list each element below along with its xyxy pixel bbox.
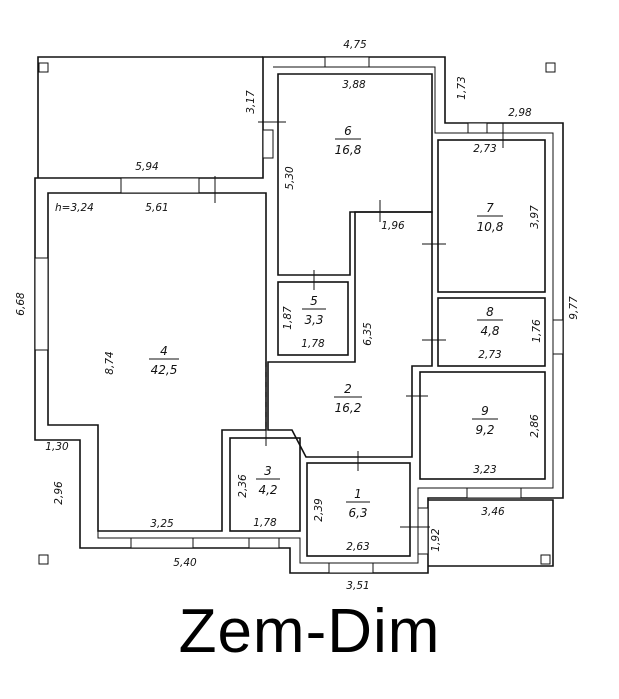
svg-text:16,2: 16,2 <box>335 401 362 415</box>
dim-room2-height: 6,35 <box>362 322 374 346</box>
svg-text:5: 5 <box>310 294 318 308</box>
room-label-9: 9 9,2 <box>472 404 498 437</box>
dim-room6-width: 3,88 <box>342 79 366 91</box>
dim-right-small: 2,98 <box>508 107 532 119</box>
ceiling-height-label: h=3,24 <box>55 202 94 214</box>
dim-bottom-left: 5,40 <box>173 557 197 569</box>
room-label-8: 8 4,8 <box>477 305 503 338</box>
wall-room-4 <box>47 192 267 532</box>
dim-room5-width: 1,78 <box>301 338 325 350</box>
window <box>34 257 49 351</box>
svg-text:6,3: 6,3 <box>348 506 367 520</box>
svg-text:3,3: 3,3 <box>304 313 323 327</box>
svg-text:2: 2 <box>344 382 352 396</box>
door-marks <box>214 121 504 528</box>
svg-text:3: 3 <box>264 464 272 478</box>
dim-left-lower: 1,30 <box>45 441 69 453</box>
room-label-4: 4 42,5 <box>149 344 179 377</box>
dim-room5-height: 1,87 <box>282 306 294 330</box>
window <box>324 56 370 68</box>
wall-room-6 <box>277 73 433 276</box>
svg-text:7: 7 <box>486 201 494 215</box>
wall-room-8 <box>437 297 546 367</box>
room-label-3: 3 4,2 <box>256 464 280 497</box>
dim-room9-width: 3,23 <box>473 464 496 476</box>
window <box>130 537 194 549</box>
room-label-6: 6 16,8 <box>335 124 362 157</box>
wall-room-3 <box>229 437 301 532</box>
wall-room-5 <box>277 281 349 356</box>
room-label-1: 1 6,3 <box>346 487 370 520</box>
dim-room8-height: 1,76 <box>531 319 543 343</box>
corner-marker <box>540 554 551 565</box>
dim-room3-height: 2,36 <box>237 474 249 498</box>
window <box>552 319 564 355</box>
window <box>120 177 200 194</box>
svg-text:10,8: 10,8 <box>477 220 504 234</box>
dim-room4-bottom: 3,25 <box>150 518 174 530</box>
dim-room1-width: 2,63 <box>346 541 369 553</box>
room-label-7: 7 10,8 <box>477 201 504 234</box>
svg-text:16,8: 16,8 <box>335 143 362 157</box>
window <box>467 122 488 134</box>
svg-text:6: 6 <box>344 124 352 138</box>
svg-text:4: 4 <box>160 344 168 358</box>
porch-outline <box>428 499 554 567</box>
window <box>417 507 429 555</box>
dim-room6-height: 5,30 <box>284 166 296 190</box>
corner-marker <box>38 554 49 565</box>
window <box>328 562 374 574</box>
dim-room4-top-outer: 5,94 <box>135 161 158 173</box>
terrace-outline <box>37 56 263 178</box>
dim-room4-height: 8,74 <box>104 351 116 374</box>
floor-plan: 6 16,8 7 10,8 8 4,8 9 9,2 5 3,3 4 42,5 2… <box>15 39 580 590</box>
dim-left-overall: 6,68 <box>15 292 27 316</box>
dim-terrace-left: 3,17 <box>245 90 257 114</box>
dim-bottom-right-v: 1,92 <box>430 528 442 552</box>
window <box>262 129 274 159</box>
dim-right-overall: 9,77 <box>568 296 580 320</box>
dim-room1-height: 2,39 <box>313 498 325 522</box>
dim-bottom-right: 3,46 <box>481 506 505 518</box>
svg-text:42,5: 42,5 <box>151 363 178 377</box>
svg-text:4,2: 4,2 <box>258 483 277 497</box>
brand-logo-text: Zem-Dim <box>178 597 441 666</box>
corner-marker <box>38 62 49 73</box>
dim-room7-width: 2,73 <box>473 143 496 155</box>
svg-text:9: 9 <box>481 404 489 418</box>
wall-room-2 <box>267 211 433 458</box>
dim-left-bottom: 2,96 <box>53 481 65 505</box>
window <box>248 537 280 549</box>
svg-text:9,2: 9,2 <box>475 423 494 437</box>
dim-room8-width: 2,73 <box>478 349 501 361</box>
dim-room9-height: 2,86 <box>529 414 541 438</box>
svg-text:4,8: 4,8 <box>480 324 499 338</box>
wall-room-9 <box>419 371 546 480</box>
room-label-5: 5 3,3 <box>302 294 326 327</box>
dim-right-upper: 1,73 <box>456 76 468 99</box>
svg-text:1: 1 <box>354 487 362 501</box>
wall-room-7 <box>437 139 546 293</box>
dim-room2-top: 1,96 <box>381 220 405 232</box>
dim-room7-height: 3,97 <box>529 205 541 229</box>
dim-top-overall: 4,75 <box>343 39 367 51</box>
dim-room4-top-inner: 5,61 <box>145 202 168 214</box>
dim-bottom-center: 3,51 <box>346 580 369 590</box>
corner-marker <box>545 62 556 73</box>
dim-room3-width: 1,78 <box>253 517 277 529</box>
room-label-2: 2 16,2 <box>334 382 362 415</box>
svg-text:8: 8 <box>486 305 494 319</box>
window <box>466 487 522 499</box>
